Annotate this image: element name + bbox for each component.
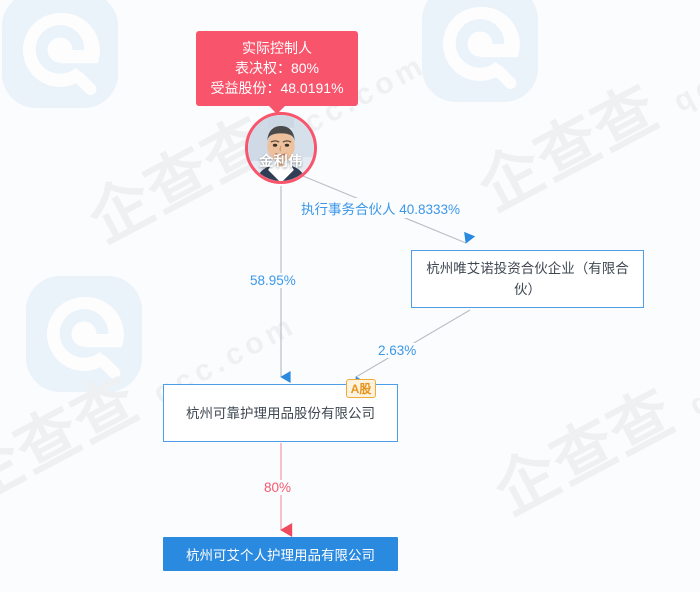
company-node-keai[interactable]: 杭州可艾个人护理用品有限公司	[163, 537, 398, 571]
tooltip-beneficial-shares: 受益股份：48.0191%	[210, 80, 344, 96]
tooltip-pointer	[268, 105, 286, 114]
actual-controller-tooltip: 实际控制人 表决权：80% 受益股份：48.0191%	[196, 31, 358, 114]
tooltip-voting-rights: 表决权：80%	[234, 60, 320, 76]
edge-label-executive-partner: 执行事务合伙人 40.8333%	[298, 198, 464, 218]
edge-label-partnership-keko-percent: 2.63%	[375, 343, 420, 358]
avatar-ring	[245, 112, 317, 184]
a-share-badge: A股	[346, 379, 376, 398]
tooltip-title: 实际控制人	[242, 40, 312, 56]
company-node-partnership[interactable]: 杭州唯艾诺投资合伙企业（有限合伙）	[411, 250, 644, 308]
avatar	[248, 115, 314, 181]
person-node-jinliwei[interactable]: 金利伟	[245, 112, 317, 184]
edge-label-keko-keai-percent: 80%	[261, 480, 295, 495]
person-name-label: 金利伟	[259, 153, 303, 169]
edge-label-person-keko-percent: 58.95%	[247, 273, 299, 288]
